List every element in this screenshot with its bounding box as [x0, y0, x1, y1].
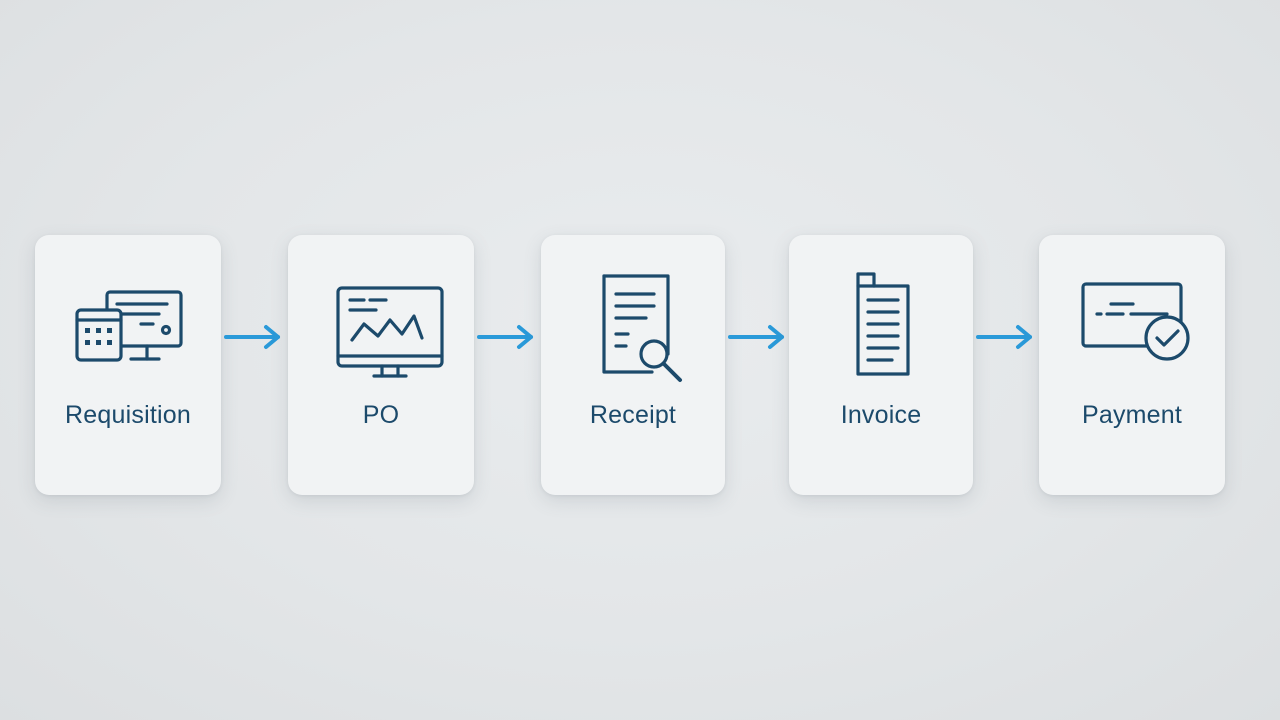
- arrow-right-icon: [475, 322, 537, 352]
- step-card-po: PO: [288, 235, 474, 495]
- arrow-right-icon: [974, 322, 1036, 352]
- payment-check-icon: [1039, 257, 1225, 397]
- arrow-right-icon: [726, 322, 788, 352]
- step-label-receipt: Receipt: [589, 401, 677, 429]
- computer-tablet-icon: [35, 257, 221, 397]
- invoice-document-icon: [789, 257, 973, 397]
- step-card-requisition: Requisition: [35, 235, 221, 495]
- step-label-requisition: Requisition: [65, 401, 191, 429]
- step-label-po: PO: [362, 401, 400, 429]
- step-label-invoice: Invoice: [840, 401, 922, 429]
- step-label-payment: Payment: [1081, 401, 1183, 429]
- step-card-payment: Payment: [1039, 235, 1225, 495]
- arrow-right-icon: [222, 322, 284, 352]
- monitor-chart-icon: [288, 257, 474, 397]
- document-search-icon: [541, 257, 725, 397]
- step-card-invoice: Invoice: [789, 235, 973, 495]
- step-card-receipt: Receipt: [541, 235, 725, 495]
